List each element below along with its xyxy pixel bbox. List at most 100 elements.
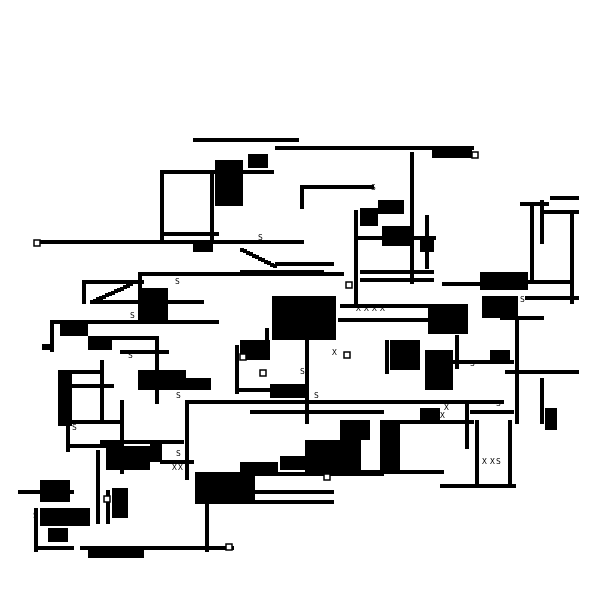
diagonal-wall xyxy=(123,285,127,289)
corridor-wall xyxy=(34,546,74,550)
spawn-marker: S xyxy=(33,511,38,520)
corridor-wall xyxy=(235,388,304,392)
item-marker: X xyxy=(372,304,377,313)
diagonal-wall xyxy=(96,297,100,301)
corridor-wall xyxy=(193,138,299,142)
corridor-wall xyxy=(160,232,219,236)
item-marker: X xyxy=(444,403,449,412)
room-block xyxy=(48,528,68,542)
corridor-wall xyxy=(80,546,234,550)
door-icon xyxy=(323,473,331,481)
item-marker: X xyxy=(172,463,177,472)
corridor-wall xyxy=(265,328,269,349)
room-block xyxy=(88,546,144,558)
corridor-wall xyxy=(505,370,579,374)
corridor-wall xyxy=(305,340,309,424)
corridor-wall xyxy=(185,400,504,404)
spawn-marker: S xyxy=(258,233,263,242)
corridor-wall xyxy=(550,196,579,200)
corridor-wall xyxy=(275,262,334,266)
diagonal-wall xyxy=(129,282,133,286)
corridor-wall xyxy=(70,384,114,388)
corridor-wall xyxy=(160,170,274,174)
corridor-wall xyxy=(160,460,194,464)
spawn-marker: S xyxy=(176,449,181,458)
corridor-wall xyxy=(50,320,219,324)
room-interior xyxy=(300,314,310,318)
diagonal-wall xyxy=(126,284,130,288)
spawn-marker: S xyxy=(520,295,525,304)
corridor-wall xyxy=(50,320,54,352)
corridor-wall xyxy=(455,335,459,369)
spawn-marker: S xyxy=(176,391,181,400)
corridor-wall xyxy=(120,350,169,354)
corridor-wall xyxy=(508,420,512,488)
room-block xyxy=(248,154,268,168)
room-block xyxy=(270,384,306,398)
diagonal-wall xyxy=(252,254,256,258)
room-block xyxy=(193,240,213,252)
corridor-wall xyxy=(120,400,124,474)
corridor-wall xyxy=(338,318,434,322)
room-block xyxy=(428,304,468,334)
corridor-wall xyxy=(138,272,344,276)
corridor-wall xyxy=(525,296,579,300)
corridor-wall xyxy=(58,370,104,374)
corridor-wall xyxy=(66,444,124,448)
corridor-wall xyxy=(18,490,74,494)
room-block xyxy=(490,350,510,362)
diagonal-wall xyxy=(258,257,262,261)
diagonal-wall xyxy=(114,289,118,293)
room-block xyxy=(185,378,211,390)
corridor-wall xyxy=(570,280,574,304)
spawn-marker: S xyxy=(128,351,133,360)
corridor-wall xyxy=(300,185,374,189)
diagonal-wall xyxy=(240,248,244,252)
diagonal-wall xyxy=(249,252,253,256)
corridor-wall xyxy=(500,316,544,320)
corridor-wall xyxy=(82,280,144,284)
diagonal-wall xyxy=(243,249,247,253)
corridor-wall xyxy=(36,240,304,244)
room-block xyxy=(280,456,320,470)
spawn-marker: S xyxy=(72,423,77,432)
corridor-wall xyxy=(110,336,159,340)
corridor-wall xyxy=(360,278,434,282)
corridor-wall xyxy=(195,500,334,504)
corridor-wall xyxy=(410,152,414,284)
item-marker: X xyxy=(490,457,495,466)
item-marker: X xyxy=(482,457,487,466)
corridor-wall xyxy=(82,280,86,304)
door-icon xyxy=(345,281,353,289)
room-block xyxy=(545,408,557,430)
diagonal-wall xyxy=(99,296,103,300)
diagonal-wall xyxy=(255,255,259,259)
corridor-wall xyxy=(520,202,549,206)
room-block xyxy=(60,322,88,336)
spawn-marker: S xyxy=(130,311,135,320)
corridor-wall xyxy=(106,490,110,524)
corridor-wall xyxy=(160,170,164,244)
room-block xyxy=(42,344,50,350)
room-block xyxy=(150,440,162,462)
corridor-wall xyxy=(66,420,70,452)
room-block xyxy=(138,370,186,390)
corridor-wall xyxy=(66,420,124,424)
corridor-wall xyxy=(90,300,204,304)
room-block xyxy=(482,296,518,318)
door-icon xyxy=(103,495,111,503)
corridor-wall xyxy=(465,400,469,449)
corridor-wall xyxy=(34,508,38,552)
corridor-wall xyxy=(185,400,189,480)
door-icon xyxy=(33,239,41,247)
door-icon xyxy=(259,369,267,377)
corridor-wall xyxy=(96,450,100,524)
room-block xyxy=(112,488,128,518)
door-icon xyxy=(239,353,247,361)
corridor-wall xyxy=(475,420,479,484)
spawn-marker: S xyxy=(257,160,262,169)
diagonal-wall xyxy=(267,261,271,265)
item-marker: X xyxy=(364,304,369,313)
diagonal-wall xyxy=(261,258,265,262)
